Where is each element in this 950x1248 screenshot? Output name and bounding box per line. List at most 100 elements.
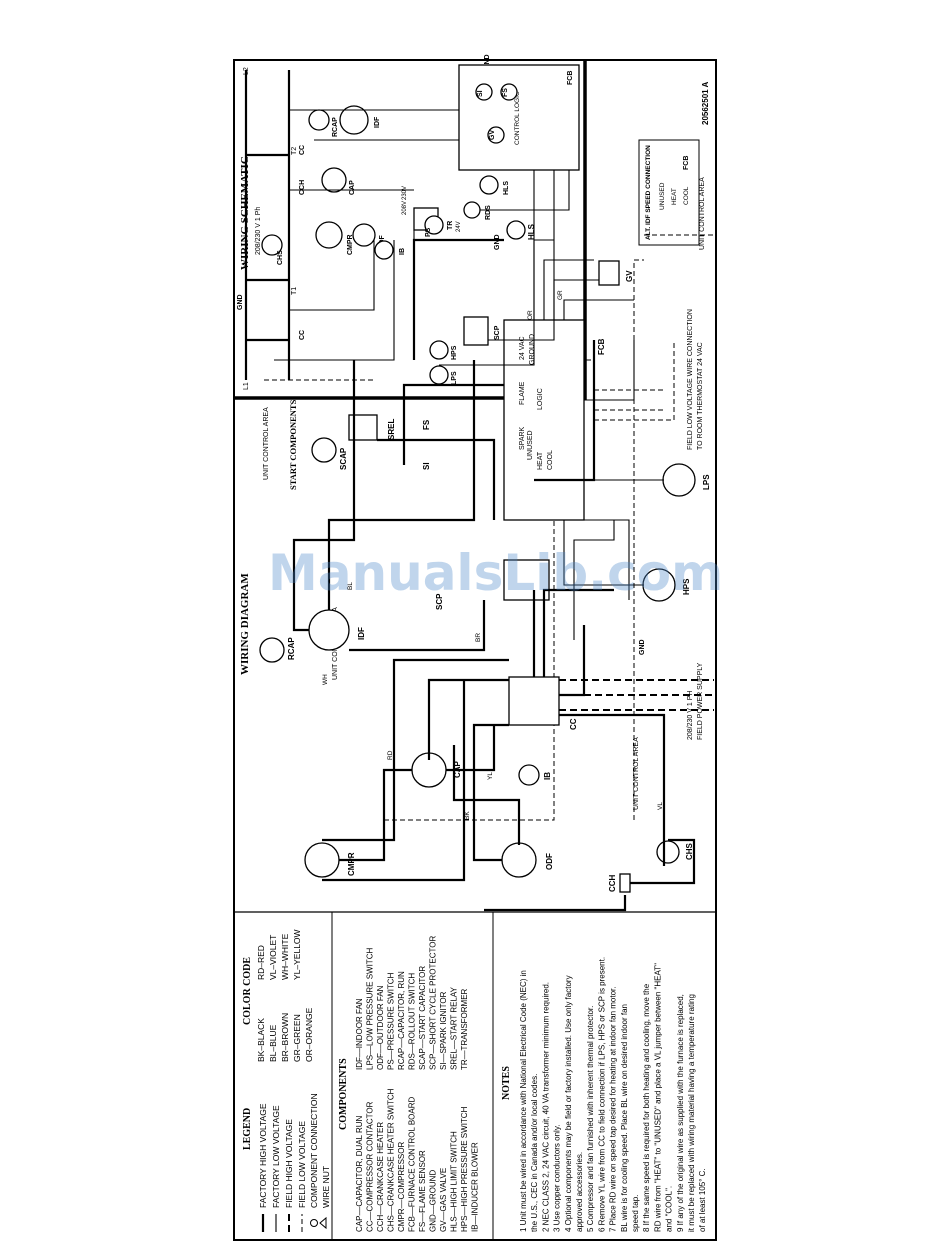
legend-block: LEGEND FACTORY HIGH VOLTAGE FACTORY LOW … <box>242 929 331 1232</box>
note-line: it must be replaced with wiring material… <box>687 994 696 1232</box>
field-low-label: FIELD LOW VOLTAGE WIRE CONNECTION <box>687 309 694 450</box>
wiring-schematic: WIRING SCHEMATIC 208/230 V 1 Ph L1 L2 T1… <box>237 54 580 390</box>
component-item: CMPR––COMPRESSOR <box>397 1142 406 1232</box>
components-title: COMPONENTS <box>338 1058 349 1130</box>
spark-label: SPARK <box>519 426 526 450</box>
notes-title: NOTES <box>501 1066 512 1100</box>
wire-tag: BK <box>464 811 471 820</box>
wire-tag: BR <box>475 633 482 642</box>
hls-label: HLS <box>527 223 536 240</box>
note-line: 5 Compressor and fan furnished with inhe… <box>586 1006 595 1232</box>
sch-cc-label-2: CC <box>299 145 306 155</box>
component-item: ODF––OUTDOOR FAN <box>376 985 385 1070</box>
color-code-item: WH–WHITE <box>280 933 290 980</box>
cc-label: CC <box>569 718 578 730</box>
field-power-label: 208/230 V 1 PH <box>687 691 694 740</box>
cmpr-label: CMPR <box>347 852 356 876</box>
wire-tag: OR <box>527 310 534 320</box>
sch-fs-label: FS <box>502 88 509 97</box>
note-line: 9 If any of the original wire as supplie… <box>676 994 685 1232</box>
gnd-label: GND <box>639 639 646 655</box>
note-line: 6 Remove YL wire from CC to field connec… <box>597 957 606 1232</box>
component-item: IB––INDUCER BLOWER <box>471 1142 480 1232</box>
alt-idf-box <box>638 139 700 246</box>
rcap-label: RCAP <box>287 637 296 660</box>
component-item: SI––SPARK IGNITOR <box>439 991 448 1070</box>
unused-label: UNUSED <box>527 430 534 460</box>
note-line: 2 NEC CLASS 2, 24 VAC circuit, 40 VA tra… <box>541 982 550 1232</box>
heat-label: HEAT <box>537 451 544 470</box>
sch-chs-label: CHS <box>277 250 284 265</box>
color-code-title: COLOR CODE <box>242 957 253 1025</box>
sch-ps-label: PS <box>425 227 432 237</box>
l2-label: L2 <box>243 67 250 75</box>
color-code-item: OR–ORANGE <box>304 1007 314 1062</box>
sch-cch-label: CCH <box>299 180 306 195</box>
component-item: TR––TRANSFORMER <box>460 988 469 1070</box>
lps-label: LPS <box>702 474 711 490</box>
sch-tr-label: TR <box>447 221 454 230</box>
scap-label: SCAP <box>339 447 348 470</box>
note-line: 1 Unit must be wired in accordance with … <box>519 970 528 1232</box>
chs-label: CHS <box>685 842 694 860</box>
sch-fcb-label: FCB <box>567 71 574 85</box>
component-item: PS––PRESSURE SWITCH <box>387 972 396 1070</box>
note-line: the U.S., CEC in Canada and/or local cod… <box>530 1074 539 1232</box>
component-item: RDS––ROLLOUT SWITCH <box>408 973 417 1070</box>
logic-label: LOGIC <box>537 388 544 410</box>
l1-label: L1 <box>243 382 250 390</box>
legend-item: COMPONENT CONNECTION <box>309 1093 319 1208</box>
si-label: SI <box>422 462 431 470</box>
sch-cap-label: CAP <box>349 180 356 195</box>
unit-control-area-label: UNIT CONTROL AREA <box>699 177 706 250</box>
sch-idf-label: IDF <box>374 116 381 128</box>
fcb-label: FCB <box>597 338 606 355</box>
note-line: of at least 105° C. <box>698 1168 707 1232</box>
sch-230-label: 230V <box>402 186 408 200</box>
sch-cmpr-label: CMPR <box>347 234 354 255</box>
srel-label: SREL <box>387 419 396 440</box>
gnd-label: GND <box>494 234 501 250</box>
rotated-page: LEGEND FACTORY HIGH VOLTAGE FACTORY LOW … <box>237 54 714 1232</box>
alt-idf-fcb: FCB <box>683 156 690 170</box>
color-code-item: GR–GREEN <box>292 1014 302 1062</box>
wire-tag: WH <box>322 674 329 685</box>
color-code-item: BR–BROWN <box>280 1013 290 1062</box>
note-line: approved accessories. <box>575 1152 584 1232</box>
alt-idf-cool: COOL <box>683 186 690 205</box>
legend-item: FACTORY LOW VOLTAGE <box>271 1105 281 1208</box>
sch-cc-label: CC <box>299 330 306 340</box>
legend-item: FIELD HIGH VOLTAGE <box>284 1119 294 1208</box>
alt-idf-title: ALT. IDF SPEED CONNECTION <box>645 145 652 240</box>
color-code-item: YL–YELLOW <box>292 929 302 980</box>
component-item: RCAP––CAPACITOR, RUN <box>397 971 406 1070</box>
sch-ib-label: IB <box>399 248 406 255</box>
fs-label: FS <box>422 419 431 430</box>
ground-label: GROUND <box>529 334 536 365</box>
note-line: 4 Optional components may be field or fa… <box>564 975 573 1232</box>
note-line: 8 If the same speed is required for both… <box>642 983 651 1232</box>
wire-tag: YL <box>487 772 494 780</box>
sheet-border <box>233 59 717 1241</box>
wire-tag: GR <box>557 290 564 300</box>
sch-gnd-label: GND <box>237 294 244 310</box>
sch-control-logic: CONTROL LOGIC <box>514 91 521 145</box>
notes-block: NOTES 1 Unit must be wired in accordance… <box>501 957 707 1232</box>
note-line: 7 Place RD wire on speed tap desired for… <box>609 987 618 1232</box>
alt-idf-heat: HEAT <box>671 188 678 205</box>
sch-hps-label: HPS <box>451 345 458 360</box>
unit-control-area-label: UNIT CONTROL AREA <box>633 737 640 810</box>
component-item: CCH––CRANKCASE HEATER <box>376 1122 385 1232</box>
color-code-item: VL–VIOLET <box>268 935 278 980</box>
vac-label: 24 VAC <box>519 336 526 360</box>
component-item: HPS––HIGH PRESSURE SWITCH <box>460 1106 469 1232</box>
sch-rds-label: RDS <box>485 205 492 220</box>
sch-24v-label: 24V <box>456 221 462 232</box>
component-item: FS––FLAME SENSOR <box>418 1150 427 1232</box>
cool-label: COOL <box>547 450 554 470</box>
ib-label: IB <box>543 772 552 780</box>
odf-label: ODF <box>545 853 554 870</box>
wire-tag: RD <box>387 750 394 760</box>
legend-item: FACTORY HIGH VOLTAGE <box>258 1103 268 1208</box>
